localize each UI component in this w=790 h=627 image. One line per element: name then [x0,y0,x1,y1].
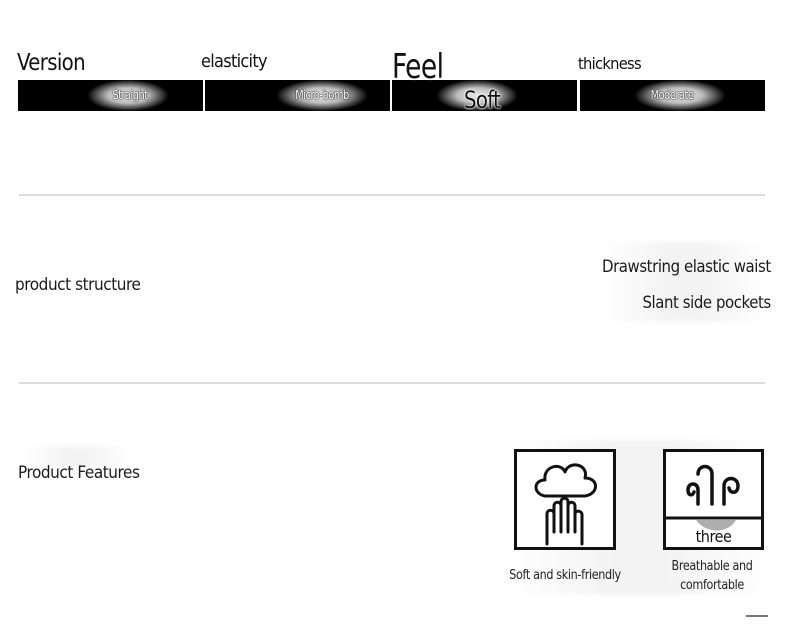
corner-bar [746,615,768,617]
attribute-value-feel: Soft [464,86,501,114]
features-title: Product Features [18,463,140,483]
attribute-cell-elasticity: Micro-bomb [205,80,390,111]
feature-soft-label: Soft and skin-friendly [509,568,621,583]
feature-breathable-label-line2: comfortable [680,578,744,593]
feature-breathable-icon-frame: three [663,449,764,550]
divider-middle [19,382,765,384]
attribute-label-elasticity: elasticity [201,51,268,72]
airflow-icon [666,464,761,531]
attribute-value-thickness: Moderate [650,88,694,102]
feature-breathable-overlay: three [695,527,732,546]
attribute-cell-thickness: Moderate [580,80,765,111]
structure-item-waist: Drawstring elastic waist [602,257,771,277]
attribute-cell-feel [392,80,577,111]
divider-top [19,194,765,196]
attribute-cell-version: Straight [18,80,203,111]
attribute-value-version: Straight [112,88,148,102]
feature-breathable-label: Breathable and comfortable [652,557,772,595]
attribute-label-feel: Feel [392,47,444,87]
hand-touch-icon [534,463,597,546]
attribute-label-thickness: thickness [578,54,642,73]
feature-soft-icon-frame [514,449,616,550]
attribute-label-version: Version [17,50,86,76]
feature-breathable-label-line1: Breathable and [671,559,753,574]
structure-title: product structure [15,275,141,295]
structure-item-pockets: Slant side pockets [642,293,772,313]
attribute-value-elasticity: Micro-bomb [295,88,349,102]
features-title-ghost [22,446,132,468]
structure-image-ghost [600,242,770,322]
